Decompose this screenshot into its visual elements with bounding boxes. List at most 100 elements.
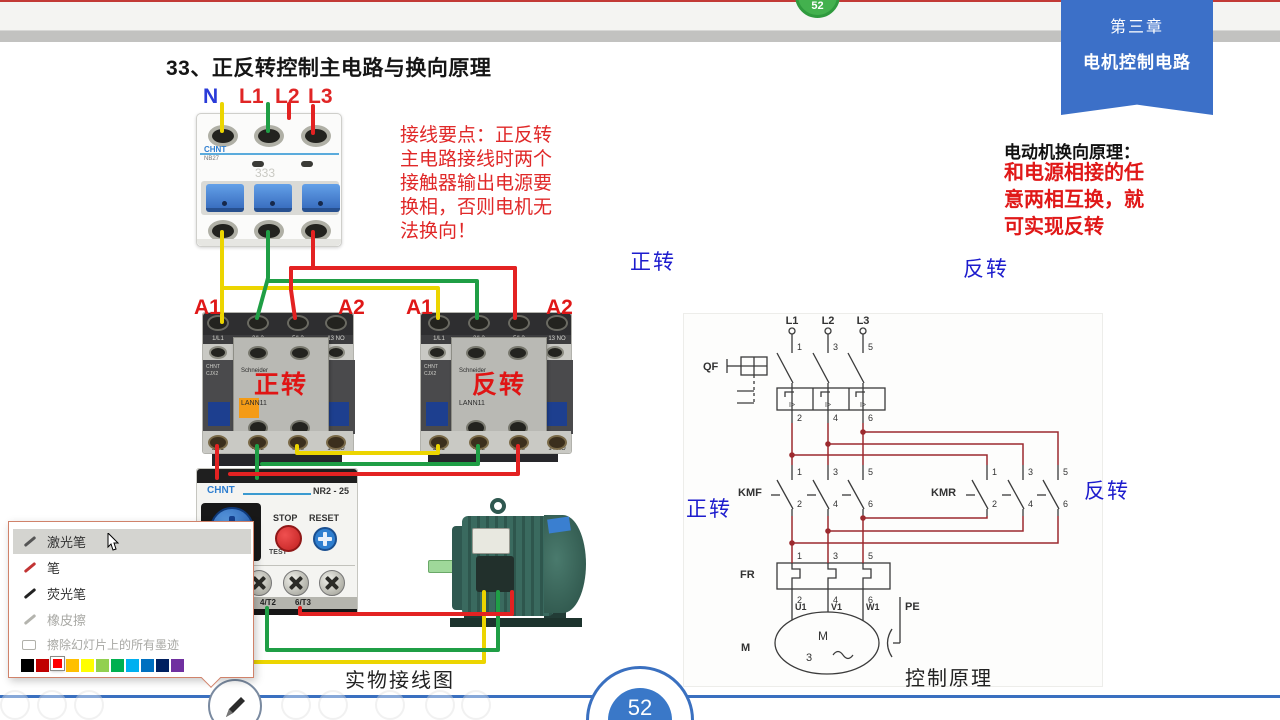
svg-text:2: 2: [797, 413, 802, 423]
svg-text:5: 5: [868, 467, 873, 477]
laser-pen-icon: [22, 534, 38, 550]
presenter-nav-button[interactable]: [375, 690, 405, 720]
presenter-nav-button[interactable]: [74, 690, 104, 720]
stop-button[interactable]: [275, 525, 302, 552]
menu-item-eraser[interactable]: 橡皮擦: [13, 607, 251, 632]
aux-model: LANN11: [241, 400, 267, 407]
svg-text:6: 6: [1063, 499, 1068, 509]
color-swatch[interactable]: [96, 659, 109, 672]
svg-text:6: 6: [868, 413, 873, 423]
caption-left: 实物接线图: [345, 670, 455, 692]
svg-text:1: 1: [797, 342, 802, 352]
din-rail: [212, 452, 342, 466]
svg-text:W1: W1: [866, 602, 880, 612]
breaker-handle[interactable]: [254, 184, 292, 212]
svg-text:6: 6: [868, 499, 873, 509]
svg-text:V1: V1: [831, 602, 842, 612]
relay-screw-terminal: [283, 570, 309, 596]
svg-text:5: 5: [1063, 467, 1068, 477]
aux-brand: Schneider: [241, 368, 269, 374]
relay-screw-terminal: [319, 570, 345, 596]
svg-text:2: 2: [992, 499, 997, 509]
sch-qf-label: QF: [703, 361, 719, 373]
color-swatch[interactable]: [171, 659, 184, 672]
menu-item-highlighter[interactable]: 荧光笔: [13, 581, 251, 606]
phase-label-l2: L2: [275, 85, 300, 108]
breaker-handle[interactable]: [302, 184, 340, 212]
sch-phase-l3: L3: [857, 315, 870, 327]
reverse-overlay-label: 反转: [471, 371, 526, 399]
aux-contact-block: Schneider LANN11: [451, 337, 547, 447]
chapter-ribbon: 第三章 电机控制电路: [1061, 0, 1213, 115]
sch-motor-label: M: [741, 642, 750, 654]
color-swatch[interactable]: [156, 659, 169, 672]
svg-text:3: 3: [833, 342, 838, 352]
menu-item-laser-pen[interactable]: 激光笔: [13, 529, 251, 554]
color-swatch[interactable]: [111, 659, 124, 672]
aux-contact-block: Schneider LANN11: [233, 337, 329, 447]
forward-label-schematic: 正转: [686, 498, 732, 521]
presenter-nav-button[interactable]: [318, 690, 348, 720]
motor-terminal-box: [476, 556, 514, 592]
color-swatch[interactable]: [126, 659, 139, 672]
svg-text:2: 2: [797, 595, 802, 605]
pen-tool-icon: [226, 697, 245, 717]
presenter-nav-button[interactable]: [281, 690, 311, 720]
svg-text:M: M: [818, 629, 828, 643]
principle-body: 和电源相接的任 意两相互换，就 可实现反转: [1004, 162, 1144, 238]
motor-nameplate: [472, 528, 510, 554]
svg-text:I>: I>: [860, 402, 866, 409]
sch-kmf-label: KMF: [738, 487, 762, 499]
breaker-terminal: [254, 125, 284, 147]
color-swatch[interactable]: [141, 659, 154, 672]
forward-overlay-label: 正转: [253, 371, 308, 399]
phase-label-l3: L3: [308, 85, 333, 108]
top-red-line: [0, 0, 1280, 2]
breaker-brand: CHNT: [204, 145, 227, 154]
aux-orange-button[interactable]: [239, 398, 259, 418]
presenter-nav-button[interactable]: [425, 690, 455, 720]
svg-text:6: 6: [868, 595, 873, 605]
stop-label: STOP: [273, 513, 298, 523]
menu-item-pen[interactable]: 笔: [13, 555, 251, 580]
svg-text:1: 1: [797, 551, 802, 561]
svg-text:I>: I>: [789, 402, 795, 409]
circuit-breaker: CHNT NB27 333: [196, 113, 342, 247]
sch-kmr-label: KMR: [931, 487, 956, 499]
coil-label-a1: A1: [406, 296, 433, 319]
slide-title: 33、正反转控制主电路与换向原理: [166, 57, 492, 80]
color-swatch[interactable]: [50, 656, 65, 671]
breaker-handle[interactable]: [206, 184, 244, 212]
color-swatch[interactable]: [36, 659, 49, 672]
presenter-nav-button[interactable]: [461, 690, 491, 720]
cursor-icon: [107, 532, 120, 551]
coil-label-a1: A1: [194, 296, 221, 319]
svg-text:4: 4: [1028, 499, 1033, 509]
reset-button[interactable]: [313, 527, 337, 551]
pen-tool-button[interactable]: [208, 679, 262, 720]
sch-pe-label: PE: [905, 601, 920, 613]
presenter-nav-button[interactable]: [37, 690, 67, 720]
svg-text:4: 4: [833, 499, 838, 509]
phase-label-n: N: [203, 85, 219, 108]
presenter-nav-button[interactable]: [0, 690, 30, 720]
sch-phase-l2: L2: [822, 315, 835, 327]
reverse-label-top: 反转: [963, 258, 1009, 281]
color-swatch[interactable]: [81, 659, 94, 672]
breaker-terminal: [301, 125, 331, 147]
svg-text:I>: I>: [825, 402, 831, 409]
ink-color-palette: [21, 656, 184, 672]
svg-text:U1: U1: [795, 602, 807, 612]
color-swatch[interactable]: [21, 659, 34, 672]
breaker-model: NB27: [204, 156, 220, 162]
svg-text:4: 4: [833, 595, 838, 605]
sch-phase-l1: L1: [786, 315, 799, 327]
relay-brand: CHNT: [207, 485, 235, 496]
pen-context-menu: 激光笔 笔 荧光笔 橡皮擦 擦除幻灯片上的所有墨迹: [8, 521, 254, 678]
menu-item-erase-all[interactable]: 擦除幻灯片上的所有墨迹: [13, 632, 251, 657]
svg-text:5: 5: [868, 342, 873, 352]
svg-text:5: 5: [868, 551, 873, 561]
color-swatch[interactable]: [66, 659, 79, 672]
